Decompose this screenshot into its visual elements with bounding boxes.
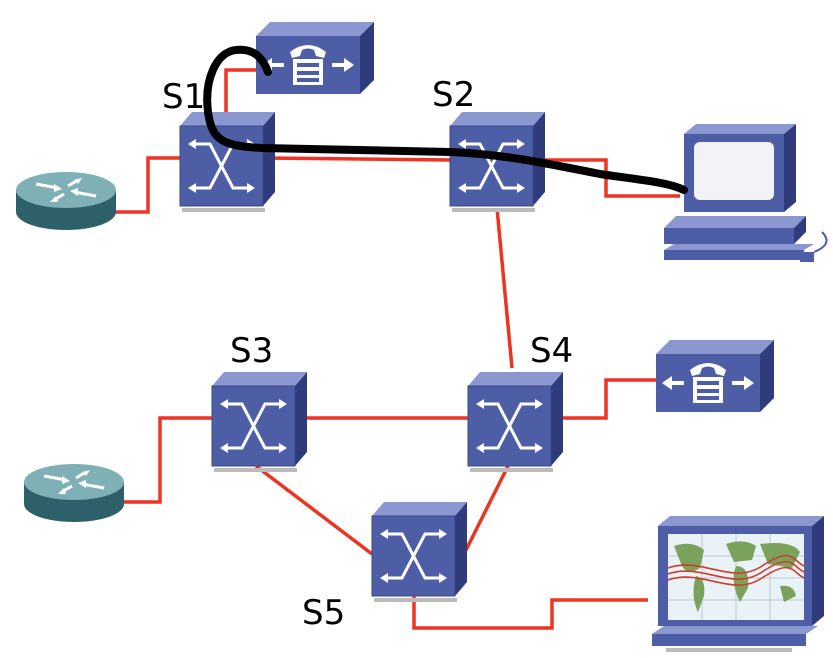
switch-s3-icon [210,370,309,474]
switch-label-s5: S5 [302,593,345,633]
link-s3-s5 [254,464,374,556]
router-icon [22,462,126,524]
switch-s4-icon [466,370,565,474]
router-icon [14,170,118,232]
switch-s5-icon [370,500,469,604]
link-s2-s4 [495,207,514,369]
link-s1-phone1 [224,68,256,112]
map-display-icon [651,515,825,653]
link-s5-map [412,594,648,630]
switch-label-s3: S3 [230,331,273,371]
link-router1-s1 [114,156,180,214]
link-s4-phone2 [556,378,656,420]
highlighted-path [203,45,688,194]
switch-label-s4: S4 [530,331,573,371]
ip-phone-icon [656,340,774,412]
links [114,68,680,630]
link-s4-s5 [460,465,510,559]
switch-label-s2: S2 [432,75,475,115]
workstation-icon [663,123,828,263]
link-s1-s2 [265,156,451,162]
ip-phone-icon [256,22,374,94]
switch-s1-icon [178,110,277,214]
switch-label-s1: S1 [162,77,205,117]
link-router2-s3 [122,416,212,504]
